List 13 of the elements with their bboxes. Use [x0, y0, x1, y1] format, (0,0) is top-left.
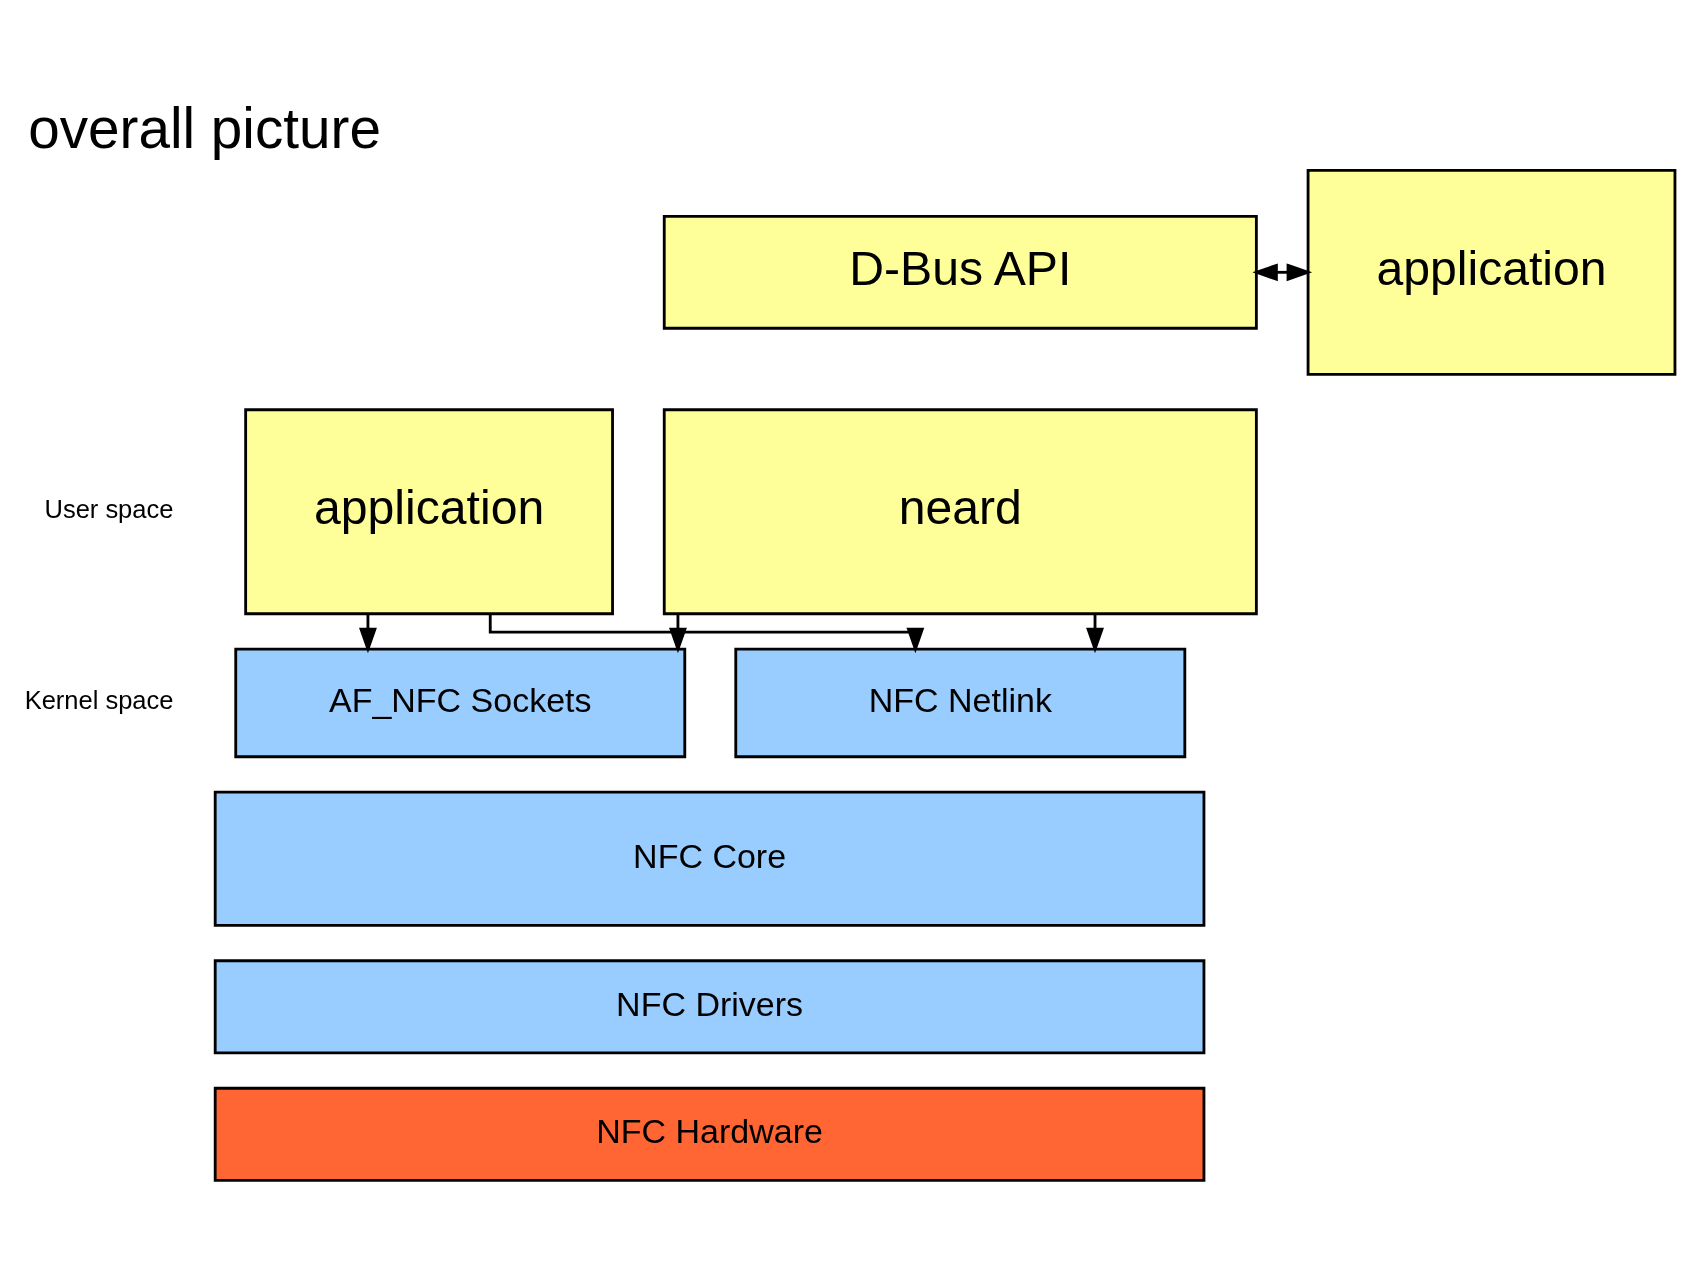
node-box: neard: [662, 408, 1258, 616]
diagram-title: overall picture: [28, 96, 381, 160]
node-box: NFC Hardware: [213, 1086, 1206, 1182]
label: User space: [44, 494, 174, 523]
node-box: NFC Netlink: [734, 647, 1187, 759]
label: Kernel space: [24, 686, 174, 715]
node-box: NFC Core: [213, 790, 1206, 927]
node-box: NFC Drivers: [213, 959, 1206, 1055]
node-box: application: [244, 408, 614, 616]
node-box: application: [1306, 168, 1677, 376]
arrow: [1252, 263, 1313, 282]
node-box: D-Bus API: [662, 214, 1258, 330]
node-box: AF_NFC Sockets: [234, 647, 687, 759]
